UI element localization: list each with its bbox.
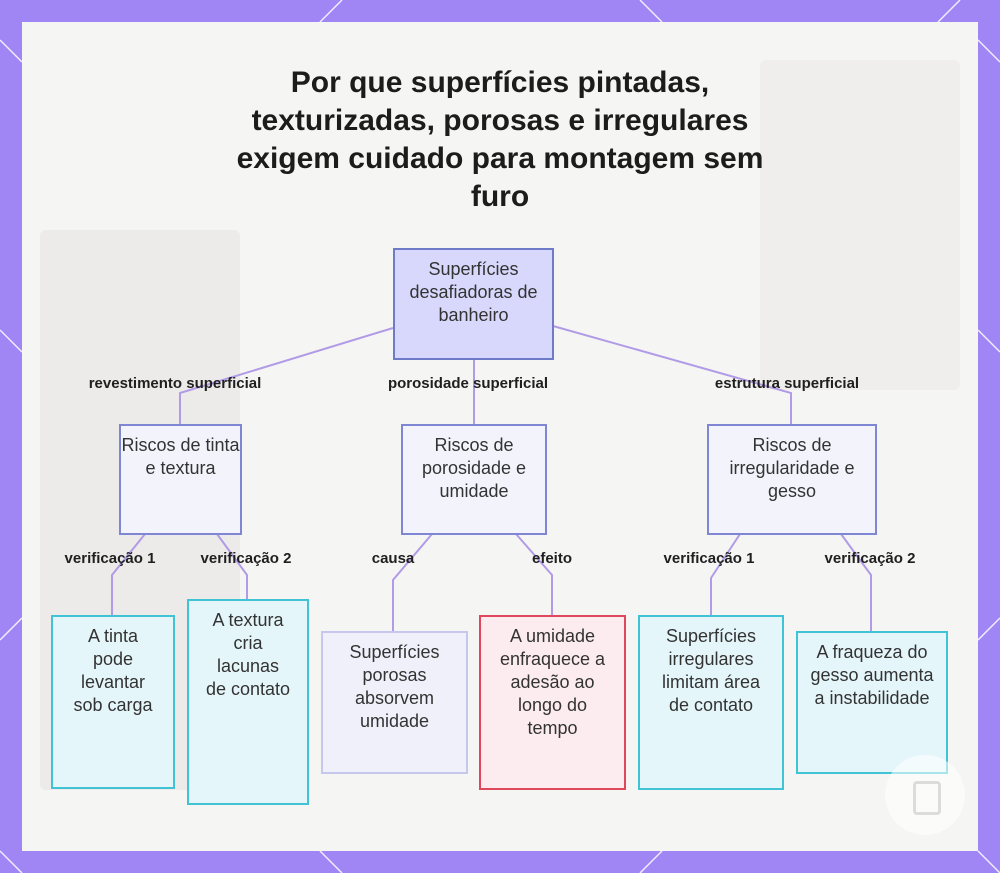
leaf-node: A textura cria lacunas de contato — [187, 599, 309, 805]
category-node-irregularidade: Riscos de irregularidade e gesso — [707, 424, 877, 535]
root-node-label: Superfícies desafiadoras de banheiro — [395, 258, 552, 327]
edge-label: estrutura superficial — [715, 375, 859, 392]
category-node-label: Riscos de tinta e textura — [121, 434, 240, 480]
edge-label: revestimento superficial — [89, 375, 262, 392]
category-node-label: Riscos de porosidade e umidade — [403, 434, 545, 503]
edge-label: verificação 1 — [65, 550, 156, 567]
category-node-label: Riscos de irregularidade e gesso — [709, 434, 875, 503]
category-node-porosidade: Riscos de porosidade e umidade — [401, 424, 547, 535]
leaf-node-label: Superfícies irregulares limitam área de … — [656, 625, 766, 717]
leaf-node: Superfícies porosas absorvem umidade — [321, 631, 468, 774]
edge-label: verificação 2 — [201, 550, 292, 567]
watermark-logo-icon — [885, 755, 965, 835]
leaf-node-label: A tinta pode levantar sob carga — [67, 625, 159, 717]
edge-label: verificação 1 — [664, 550, 755, 567]
edge-label: porosidade superficial — [388, 375, 548, 392]
edge-label: efeito — [532, 550, 572, 567]
leaf-node: Superfícies irregulares limitam área de … — [638, 615, 784, 790]
leaf-node-label: A umidade enfraquece a adesão ao longo d… — [495, 625, 610, 740]
leaf-node-label: Superfícies porosas absorvem umidade — [337, 641, 452, 733]
leaf-node-label: A fraqueza do gesso aumenta a instabilid… — [810, 641, 934, 710]
root-node: Superfícies desafiadoras de banheiro — [393, 248, 554, 360]
leaf-node-label: A textura cria lacunas de contato — [205, 609, 291, 701]
edge-label: verificação 2 — [825, 550, 916, 567]
category-node-tinta: Riscos de tinta e textura — [119, 424, 242, 535]
leaf-node: A fraqueza do gesso aumenta a instabilid… — [796, 631, 948, 774]
edge-label: causa — [372, 550, 415, 567]
leaf-node-highlighted: A umidade enfraquece a adesão ao longo d… — [479, 615, 626, 790]
leaf-node: A tinta pode levantar sob carga — [51, 615, 175, 789]
